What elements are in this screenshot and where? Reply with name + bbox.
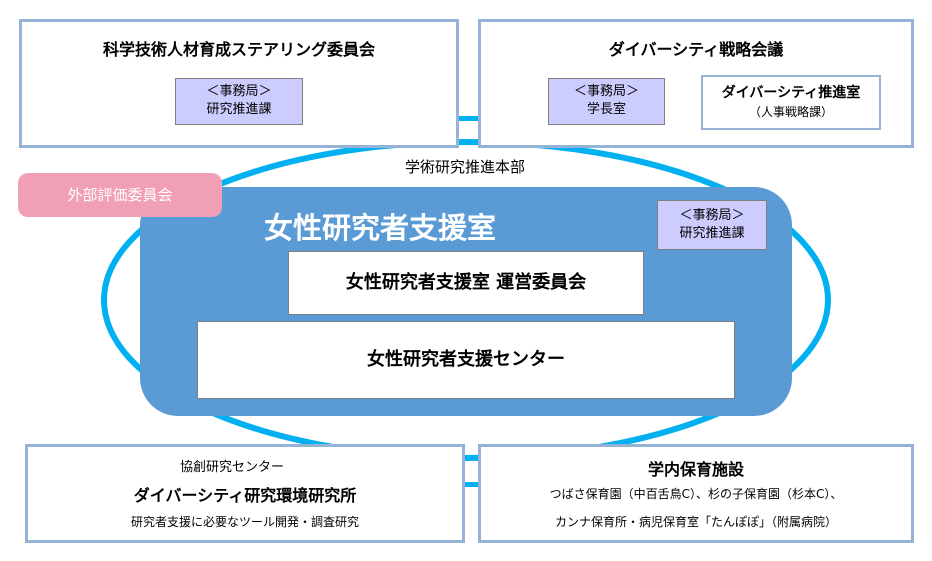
headquarters-ring [101, 139, 831, 461]
headquarters-label: 学術研究推進本部 [404, 158, 525, 176]
steering-committee-box: 科学技術人材育成ステアリング委員会 ＜事務局＞ 研究推進課 [19, 19, 459, 148]
secretariat-dept: 研究推進課 [679, 226, 745, 241]
secretariat-dept: 研究推進課 [206, 102, 272, 117]
bottom-connector [464, 482, 480, 487]
diversity-council-box: ダイバーシティ戦略会議 ＜事務局＞ 学長室 ダイバーシティ推進室 （人事戦略課） [478, 19, 914, 148]
steering-committee-title: 科学技術人材育成ステアリング委員会 [102, 40, 375, 59]
childcare-line-1: つばさ保育園（中百舌鳥C）、杉の子保育園（杉本C）、 [549, 487, 843, 501]
support-center-panel: 女性研究者支援センター [197, 321, 735, 399]
secretariat-label: ＜事務局＞ [573, 84, 639, 99]
external-committee-badge: 外部評価委員会 [18, 173, 222, 217]
secretariat-dept: 学長室 [586, 102, 626, 117]
childcare-box: 学内保育施設 つばさ保育園（中百舌鳥C）、杉の子保育園（杉本C）、 カンナ保育所… [478, 444, 914, 543]
secretariat-label: ＜事務局＞ [679, 208, 745, 223]
diversity-office-name: ダイバーシティ推進室 [721, 85, 861, 101]
council-secretariat-box: ＜事務局＞ 学長室 [548, 78, 665, 125]
research-institute-desc: 研究者支援に必要なツール開発・調査研究 [130, 515, 359, 529]
top-connector [458, 116, 480, 121]
committee-secretariat-box: ＜事務局＞ 研究推進課 [175, 78, 303, 125]
childcare-title: 学内保育施設 [647, 460, 744, 479]
diversity-office-box: ダイバーシティ推進室 （人事戦略課） [701, 75, 881, 130]
support-office-box: 女性研究者支援室 ＜事務局＞ 研究推進課 女性研究者支援室 運営委員会 女性研究… [140, 187, 792, 416]
diversity-office-dept: （人事戦略課） [748, 105, 833, 119]
research-institute-box: 協創研究センター ダイバーシティ研究環境研究所 研究者支援に必要なツール開発・調… [25, 444, 465, 543]
steering-committee-panel: 女性研究者支援室 運営委員会 [288, 251, 644, 315]
support-secretariat-box: ＜事務局＞ 研究推進課 [657, 200, 767, 250]
support-office-title: 女性研究者支援室 [263, 211, 496, 245]
research-center-name: 協創研究センター [180, 460, 285, 475]
childcare-line-2: カンナ保育所・病児保育室「たんぽぽ」（附属病院） [554, 515, 837, 529]
diversity-council-title: ダイバーシティ戦略会議 [608, 40, 784, 59]
secretariat-label: ＜事務局＞ [206, 84, 272, 99]
research-institute-name: ダイバーシティ研究環境研究所 [133, 486, 357, 505]
